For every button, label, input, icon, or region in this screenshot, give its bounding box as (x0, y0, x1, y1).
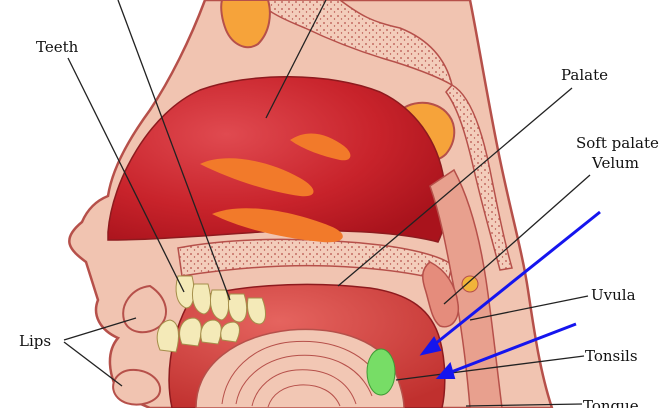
label-teeth: Teeth (36, 39, 78, 56)
label-tonsils: Tonsils (585, 348, 638, 365)
label-soft-palate: Soft palate (576, 135, 659, 152)
label-velum: Velum (592, 155, 639, 172)
label-uvula: Uvula (591, 287, 636, 304)
label-tongue: Tongue (583, 398, 639, 408)
label-palate: Palate (561, 67, 608, 84)
adenoid (462, 276, 478, 292)
label-lips: Lips (19, 333, 51, 350)
tonsil (367, 349, 395, 395)
